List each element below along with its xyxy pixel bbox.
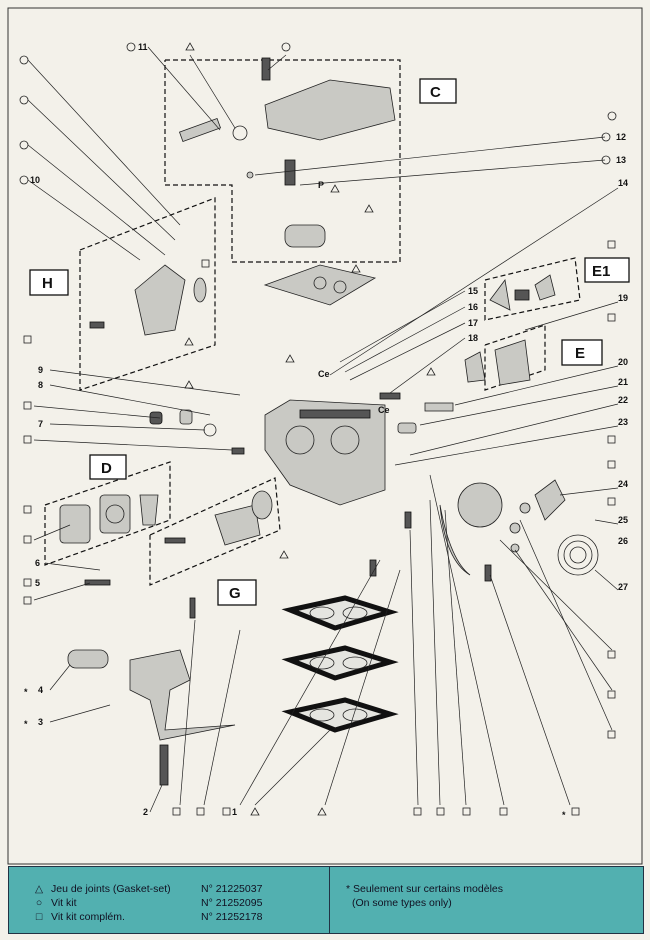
carburetor-exploded-diagram: C H E1 E D G — [7, 7, 643, 865]
group-e-outline — [484, 324, 546, 391]
svg-text:14: 14 — [618, 178, 628, 188]
diagram-frame — [7, 7, 643, 865]
diaphragm-d — [59, 494, 159, 544]
svg-text:2: 2 — [143, 807, 148, 817]
leader-lines — [27, 46, 619, 813]
choke-housing-h — [89, 264, 207, 336]
svg-text:Ce: Ce — [318, 369, 330, 379]
svg-text:21: 21 — [618, 377, 628, 387]
svg-text:20: 20 — [618, 357, 628, 367]
legend-row-vit-kit: ○ Vit kit N° 21252095 — [33, 897, 263, 909]
callout-numbers: 11 10 12 13 14 15 16 17 18 19 20 21 22 2… — [24, 42, 628, 820]
group-label-c: C — [419, 78, 457, 104]
carburetor-body — [264, 399, 386, 506]
svg-text:13: 13 — [616, 155, 626, 165]
svg-text:19: 19 — [618, 293, 628, 303]
svg-text:3: 3 — [38, 717, 43, 727]
svg-text:11: 11 — [138, 42, 148, 52]
triangle-icon: △ — [34, 883, 44, 895]
svg-text:*: * — [24, 719, 28, 729]
return-spring — [557, 534, 599, 576]
note-line-1: * Seulement sur certains modèles — [346, 883, 503, 895]
svg-text:7: 7 — [38, 419, 43, 429]
group-label-g: G — [217, 579, 257, 606]
svg-text:G: G — [229, 585, 241, 602]
kit-symbols — [19, 42, 617, 816]
legend-row-gasket-set: △ Jeu de joints (Gasket-set) N° 21225037 — [34, 883, 263, 895]
svg-text:24: 24 — [618, 479, 628, 489]
svg-text:C: C — [430, 84, 441, 101]
svg-text:15: 15 — [468, 286, 478, 296]
legend-panel: △ Jeu de joints (Gasket-set) N° 21225037… — [8, 866, 644, 934]
group-label-d: D — [89, 454, 127, 480]
legend-row-vit-kit-complem: □ Vit kit complém. N° 21252178 — [33, 911, 263, 923]
cover-gasket — [263, 264, 377, 306]
svg-text:5: 5 — [35, 578, 40, 588]
svg-text:17: 17 — [468, 318, 478, 328]
svg-text:22: 22 — [618, 395, 628, 405]
svg-text:10: 10 — [30, 175, 40, 185]
svg-text:26: 26 — [618, 536, 628, 546]
svg-text:8: 8 — [38, 380, 43, 390]
svg-text:Ce: Ce — [378, 405, 390, 415]
svg-text:25: 25 — [618, 515, 628, 525]
svg-text:P: P — [318, 180, 324, 190]
svg-text:E1: E1 — [592, 263, 610, 280]
group-c-outline — [164, 59, 401, 263]
square-icon: □ — [35, 911, 43, 923]
jets-and-screws — [84, 392, 492, 586]
base-gaskets — [281, 595, 399, 733]
group-label-e1: E1 — [584, 257, 630, 283]
svg-text:*: * — [24, 687, 28, 697]
e-diaphragm — [464, 339, 531, 386]
svg-text:H: H — [42, 275, 53, 292]
group-g-outline — [149, 477, 281, 586]
svg-text:*: * — [562, 810, 566, 820]
svg-text:23: 23 — [618, 417, 628, 427]
svg-text:27: 27 — [618, 582, 628, 592]
throttle-bracket — [67, 597, 236, 786]
svg-text:16: 16 — [468, 302, 478, 312]
svg-text:18: 18 — [468, 333, 478, 343]
group-label-h: H — [29, 269, 69, 296]
models-note: * Seulement sur certains modèles (On som… — [330, 867, 643, 933]
svg-text:9: 9 — [38, 365, 43, 375]
carburetor-cover — [178, 57, 396, 248]
group-label-e: E — [561, 339, 603, 366]
group-d-outline — [44, 461, 171, 566]
svg-text:D: D — [101, 460, 112, 477]
note-line-2: (On some types only) — [352, 897, 452, 909]
kit-legend: △ Jeu de joints (Gasket-set) N° 21225037… — [9, 867, 330, 933]
pump-g — [214, 490, 273, 546]
group-h-outline — [79, 197, 216, 391]
svg-text:4: 4 — [38, 685, 43, 695]
svg-text:E: E — [575, 345, 585, 362]
svg-text:1: 1 — [232, 807, 237, 817]
svg-text:12: 12 — [616, 132, 626, 142]
e1-diaphragm — [489, 274, 556, 311]
throttle-lever — [509, 479, 566, 553]
accelerator-pump-cover — [439, 482, 503, 576]
svg-text:6: 6 — [35, 558, 40, 568]
circle-icon: ○ — [35, 897, 43, 909]
